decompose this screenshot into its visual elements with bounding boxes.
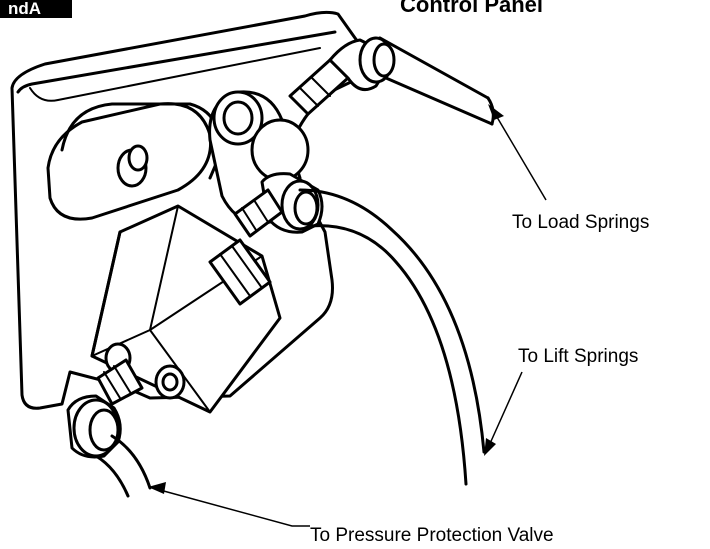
hose-lift-springs xyxy=(298,188,486,486)
valve-block xyxy=(90,204,282,414)
hose-pressure-protection xyxy=(94,434,152,498)
upper-fitting xyxy=(288,36,396,116)
label-pressure-protection: To Pressure Protection Valve xyxy=(310,525,554,546)
lift-fitting xyxy=(233,172,324,238)
hose-load-springs xyxy=(378,36,495,126)
leader-load-springs xyxy=(488,104,547,201)
diagram-title: Control Panel xyxy=(400,0,543,17)
leader-pressure-protection xyxy=(148,482,310,527)
figure-badge: ndA xyxy=(0,0,72,18)
leader-lift-springs xyxy=(484,371,523,456)
mounting-tab xyxy=(46,102,213,221)
label-load-springs: To Load Springs xyxy=(512,212,649,233)
label-lift-springs: To Lift Springs xyxy=(518,346,638,367)
lower-fitting xyxy=(66,358,144,459)
figure-badge-text: ndA xyxy=(8,0,41,18)
